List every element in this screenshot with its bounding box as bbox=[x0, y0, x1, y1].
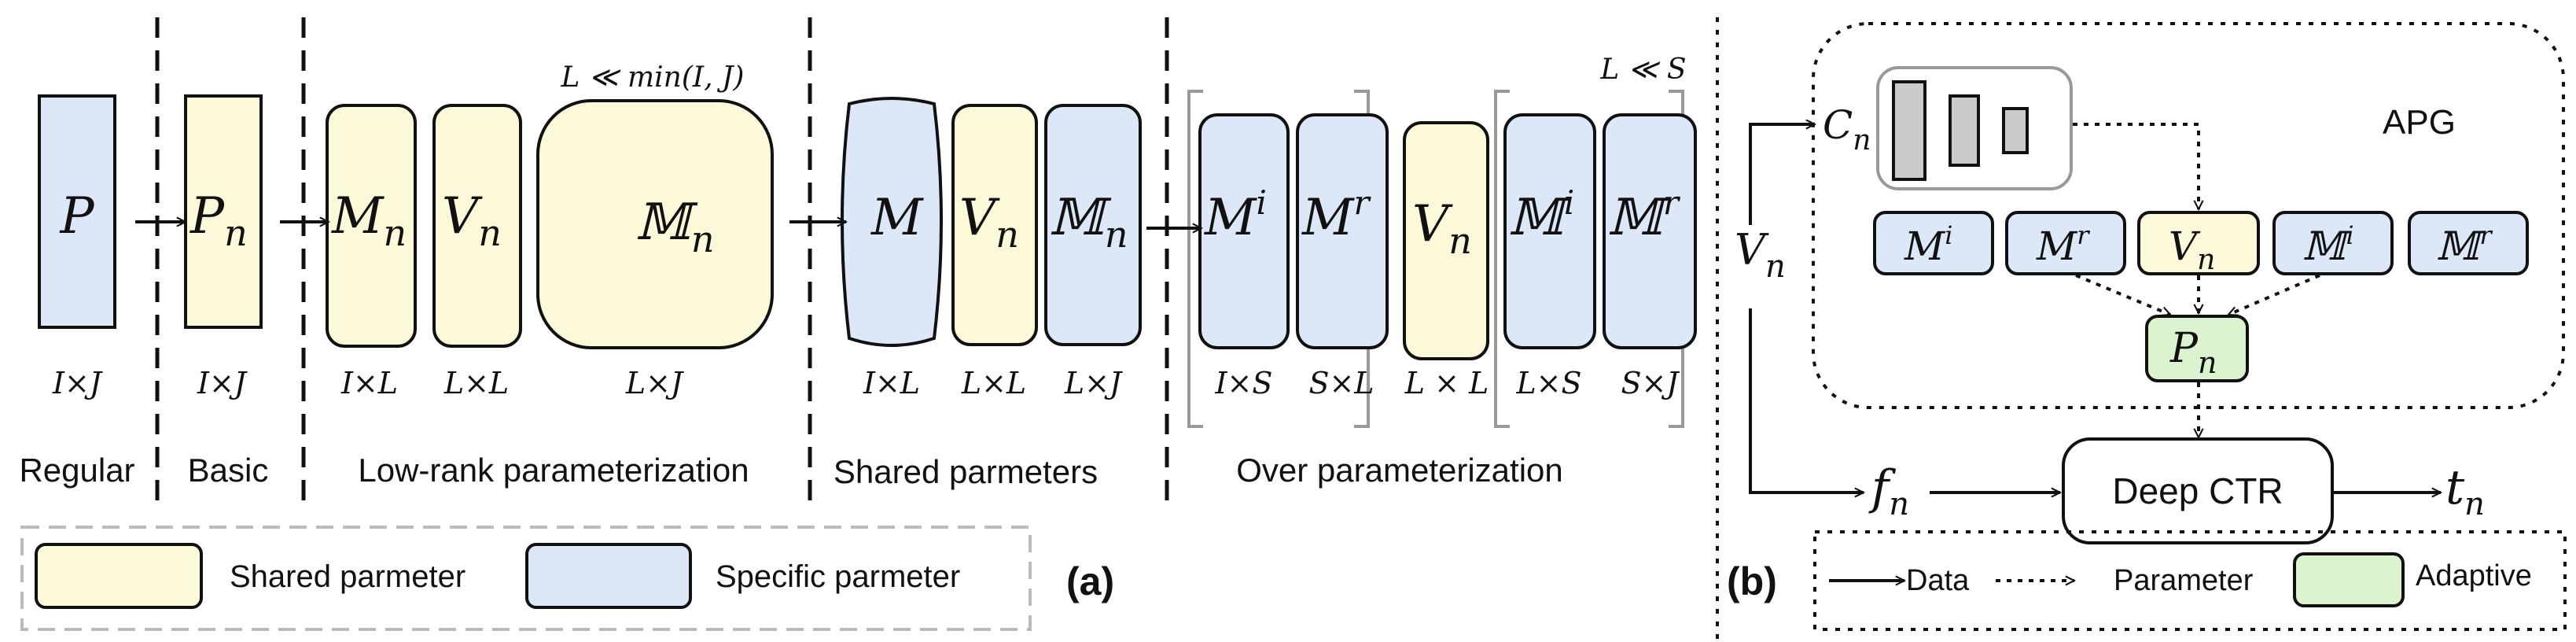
legend-shared-label: Shared parmeter bbox=[230, 559, 466, 594]
deep-ctr-block bbox=[2062, 437, 2334, 544]
dim-over-bmi: L×S bbox=[1515, 366, 1581, 400]
row-vn-block bbox=[2137, 211, 2260, 275]
dim-lowrank-v: L×L bbox=[443, 366, 509, 400]
dim-basic: I×J bbox=[197, 366, 248, 400]
regular-p-label: P bbox=[59, 187, 94, 245]
row-bmi-block bbox=[2272, 211, 2394, 275]
row-mr-block bbox=[2005, 211, 2126, 275]
dim-shared-m: I×L bbox=[863, 366, 920, 400]
legend-adaptive-swatch bbox=[2293, 552, 2405, 607]
dim-lowrank-bigm: L×J bbox=[625, 366, 684, 400]
lowrank-bigm-label: 𝕄n bbox=[635, 194, 714, 260]
over-bmi-label: 𝕄i bbox=[1508, 183, 1574, 247]
row-vn-label: Vn bbox=[2169, 223, 2215, 276]
over-mi-label: Mi bbox=[1204, 183, 1267, 247]
section-label-over: Over parameterization bbox=[1236, 452, 1563, 489]
cn-box bbox=[1876, 66, 2073, 190]
legend-specific-swatch bbox=[525, 543, 692, 609]
legend-b-box bbox=[1813, 530, 2567, 631]
cn-bar-3 bbox=[2002, 107, 2029, 154]
section-label-regular: Regular bbox=[19, 452, 134, 489]
arrow-bmi-to-pn bbox=[2228, 274, 2320, 316]
dim-regular: I×J bbox=[52, 366, 103, 400]
dim-over-mr: S×L bbox=[1308, 366, 1374, 400]
shared-bigm-block bbox=[1044, 104, 1142, 346]
section-separators bbox=[155, 17, 1169, 511]
shared-vn-block bbox=[951, 104, 1038, 346]
arrow-to-fn bbox=[1749, 308, 1864, 493]
panel-b-data-arrows bbox=[1749, 124, 2441, 493]
panel-b-param-arrows bbox=[2073, 123, 2320, 437]
fn-label: fn bbox=[1868, 460, 1909, 522]
shared-m-label: M bbox=[870, 189, 924, 247]
section-label-shared: Shared parmeters bbox=[834, 453, 1098, 490]
legend-parameter-label: Parameter bbox=[2114, 564, 2254, 597]
over-bmr-block bbox=[1603, 113, 1697, 349]
caption-b: (b) bbox=[1727, 559, 1777, 603]
over-mr-block bbox=[1296, 113, 1389, 349]
section-labels: Regular Basic Low-rank parameterization … bbox=[19, 452, 1562, 490]
row-bmr-block bbox=[2408, 211, 2529, 275]
section-label-basic: Basic bbox=[188, 452, 269, 489]
bracket-left-2 bbox=[1494, 90, 1510, 428]
legend-adaptive-label: Adaptive bbox=[2416, 559, 2532, 592]
row-mi-block bbox=[1873, 211, 1994, 275]
over-vn-block bbox=[1403, 121, 1489, 360]
dim-over-bmr: S×J bbox=[1621, 366, 1680, 400]
row-bmr-label: 𝕄r bbox=[2436, 220, 2493, 269]
over-mr-label: Mr bbox=[1301, 183, 1372, 247]
apg-label: APG bbox=[2383, 103, 2456, 142]
bracket-left-1 bbox=[1187, 90, 1203, 428]
over-bmi-block bbox=[1503, 113, 1596, 349]
arrow-cn-to-vn bbox=[2073, 123, 2199, 209]
basic-pn-block bbox=[184, 94, 263, 329]
over-constraint: L ≪ S bbox=[1599, 54, 1686, 86]
row-mi-label: Mi bbox=[1904, 220, 1952, 269]
caption-a: (a) bbox=[1066, 559, 1114, 603]
cn-bar-2 bbox=[1949, 94, 1980, 167]
legend-shared-swatch bbox=[35, 543, 203, 609]
lowrank-bigm-block bbox=[536, 99, 774, 349]
lowrank-mn-label: Mn bbox=[331, 187, 407, 254]
dimension-labels: I×J I×J I×L L×L L×J I×L L×L L×J I×S S×L … bbox=[52, 366, 1680, 400]
row-bmi-label: 𝕄i bbox=[2302, 220, 2354, 269]
vn-side-label: Vn bbox=[1735, 225, 1786, 285]
dim-over-mi: I×S bbox=[1215, 366, 1273, 400]
arrow-mr-to-pn bbox=[2075, 274, 2170, 315]
lowrank-vn-label: Vn bbox=[442, 187, 502, 254]
dim-shared-bigm: L×J bbox=[1064, 366, 1123, 400]
shared-bigm-label: 𝕄n bbox=[1049, 189, 1128, 256]
legend-data-label: Data bbox=[1906, 564, 1970, 597]
shared-vn-label: Vn bbox=[959, 189, 1019, 256]
pn-label: Pn bbox=[2169, 325, 2217, 380]
lowrank-constraint: L ≪ min(I, J) bbox=[561, 61, 745, 94]
dim-over-v: L × L bbox=[1404, 366, 1489, 400]
panel-a-arrows bbox=[135, 222, 1202, 228]
dim-shared-v: L×L bbox=[961, 366, 1026, 400]
row-mr-label: Mr bbox=[2036, 220, 2090, 269]
section-label-lowrank: Low-rank parameterization bbox=[358, 452, 749, 489]
lowrank-vn-block bbox=[432, 104, 522, 348]
tn-label: tn bbox=[2445, 460, 2485, 522]
basic-pn-label: Pn bbox=[190, 187, 248, 254]
pn-block bbox=[2145, 315, 2249, 382]
dim-lowrank-m: I×L bbox=[340, 366, 398, 400]
over-bmr-label: 𝕄r bbox=[1607, 183, 1681, 247]
arrow-to-cn bbox=[1749, 124, 1815, 225]
shared-m-block bbox=[841, 97, 943, 347]
legend-a-box bbox=[20, 526, 1032, 631]
over-vn-label: Vn bbox=[1412, 195, 1472, 262]
deep-ctr-label: Deep CTR bbox=[2112, 470, 2283, 511]
cn-bar-1 bbox=[1892, 80, 1926, 181]
legend-specific-label: Specific parmeter bbox=[716, 559, 960, 594]
cn-label: Cn bbox=[1823, 102, 1871, 157]
regular-p-block bbox=[38, 94, 116, 329]
